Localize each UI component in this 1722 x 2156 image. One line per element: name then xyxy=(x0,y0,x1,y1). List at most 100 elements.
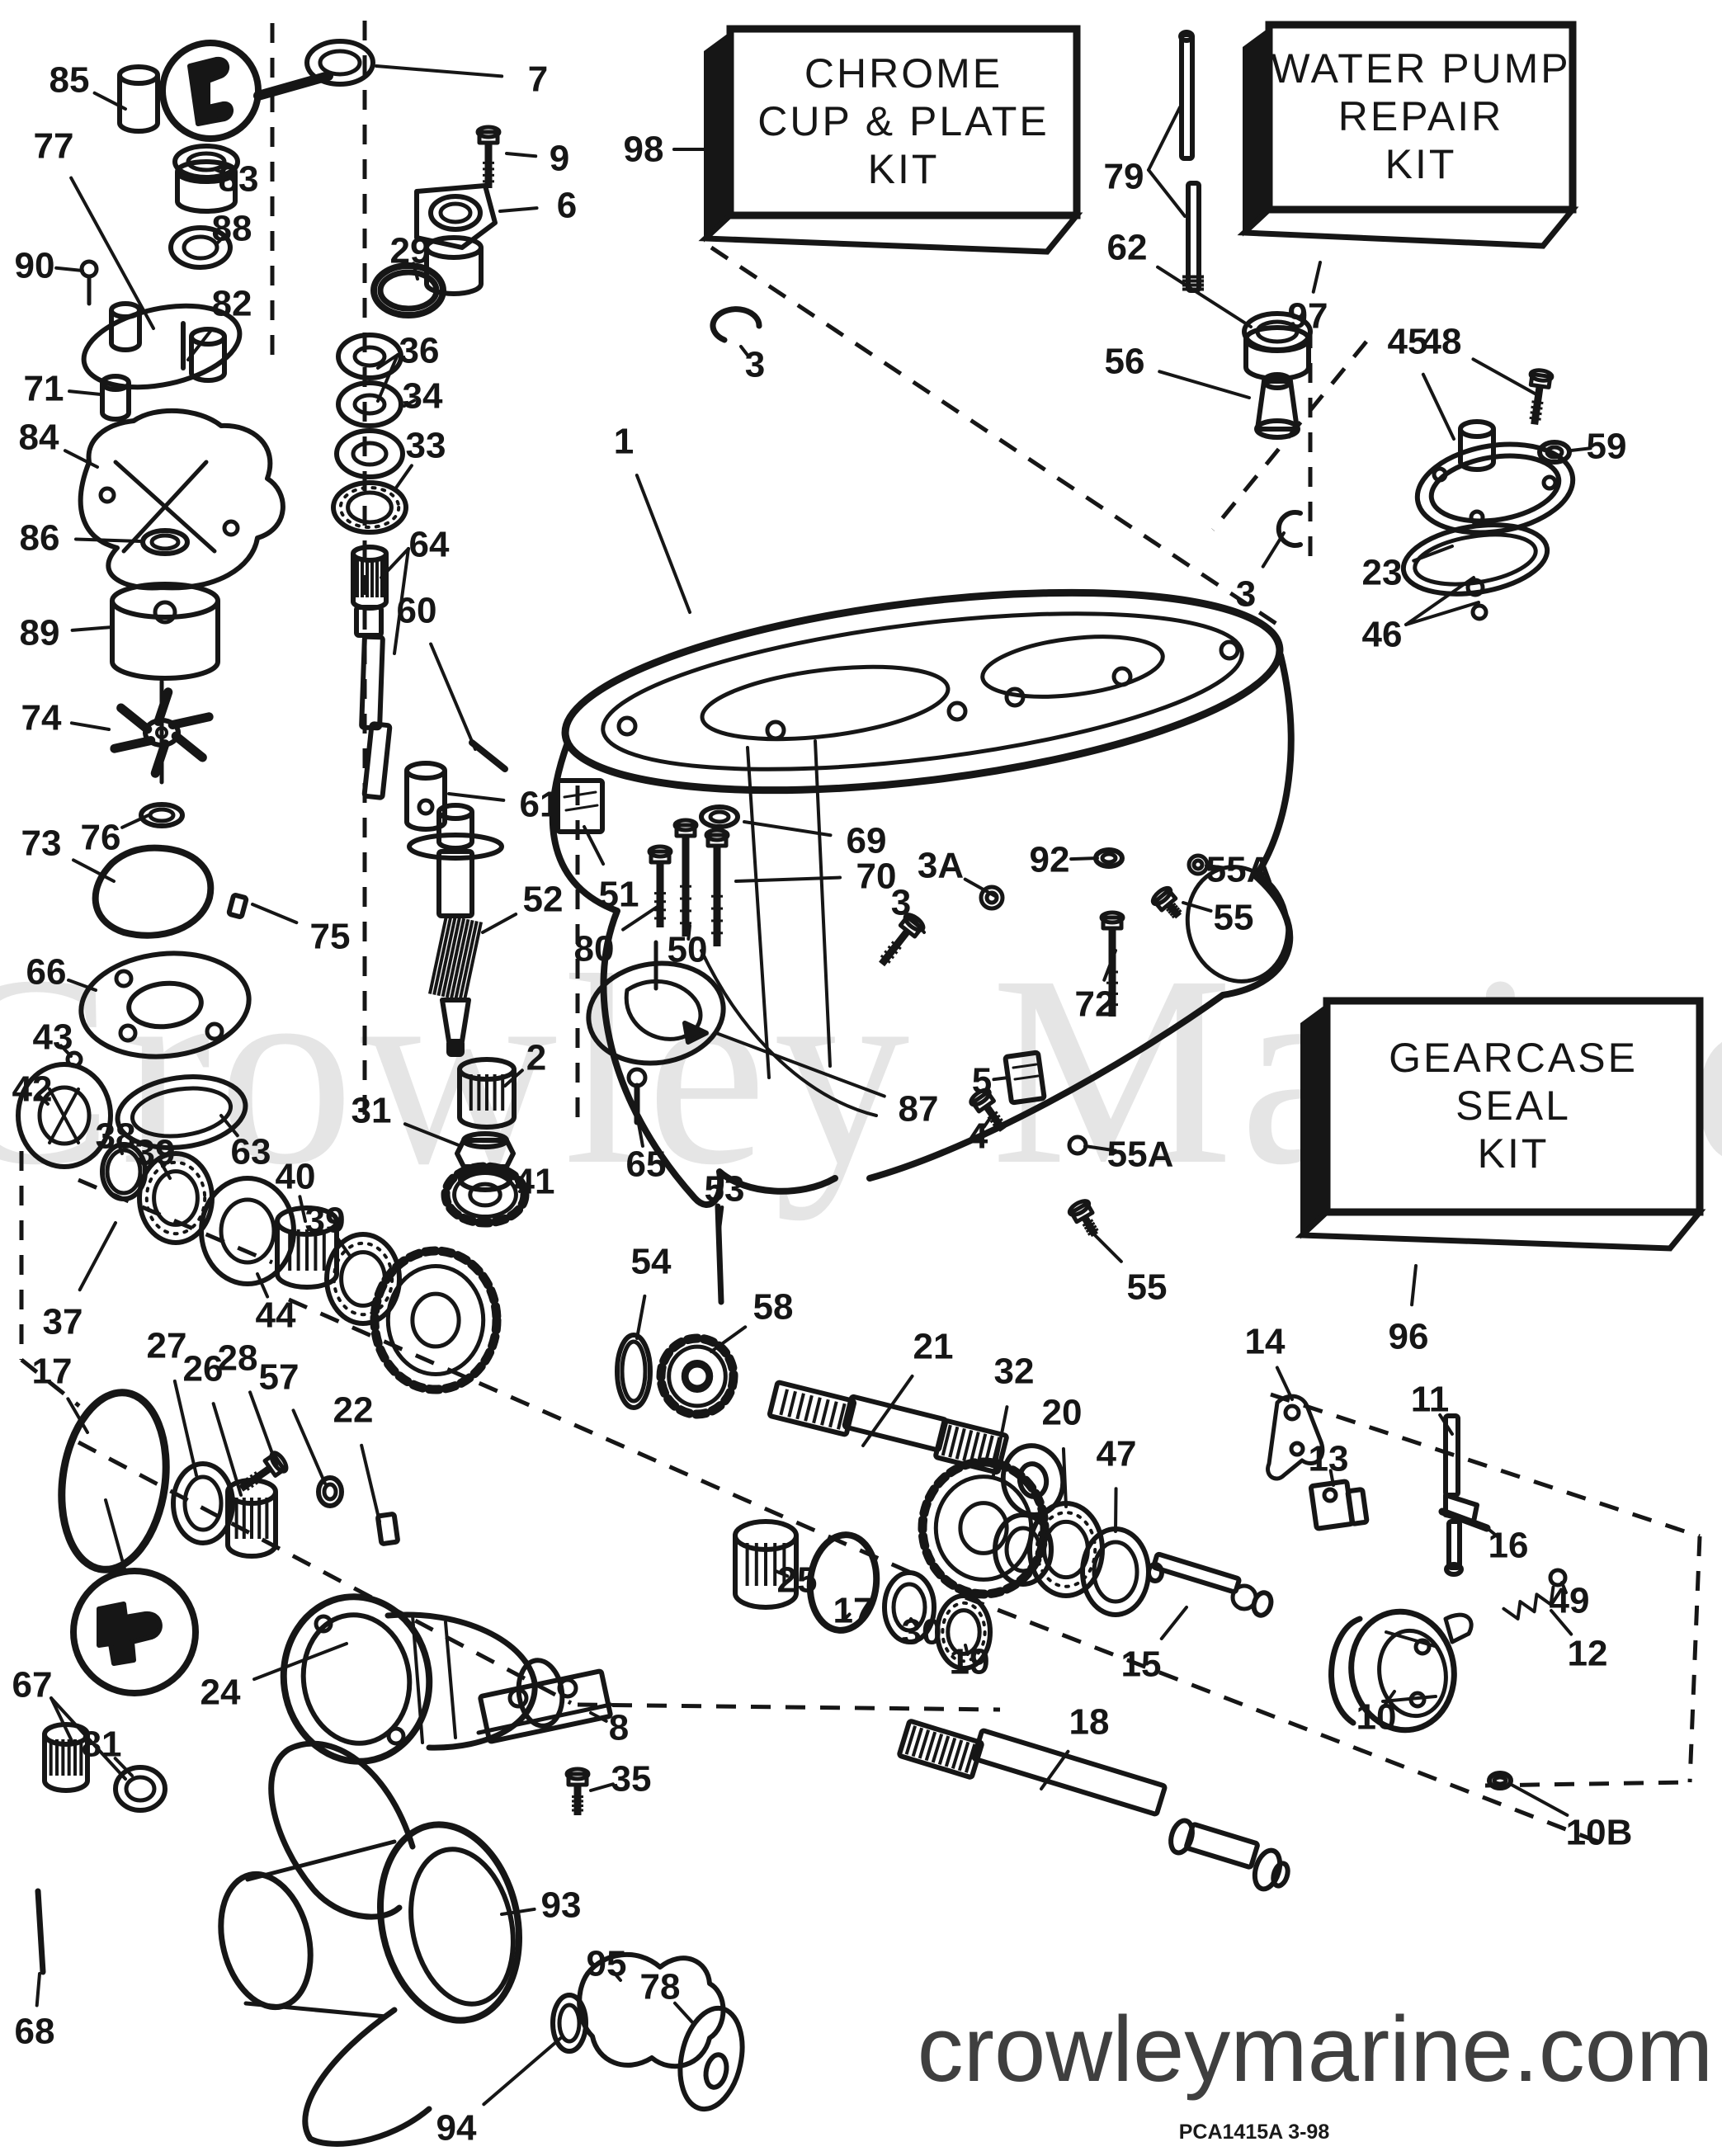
part-ring-outer xyxy=(1537,440,1572,465)
callout-leader-line xyxy=(50,1696,74,1744)
part-bolt xyxy=(475,125,502,188)
part-circle xyxy=(1004,686,1026,708)
part-line xyxy=(563,790,597,799)
part-spline-hatch xyxy=(469,1074,505,1111)
part-callout-61: 61 xyxy=(520,785,560,825)
callout-leader-line xyxy=(1275,1366,1294,1401)
callout-leader-line xyxy=(69,721,111,731)
callout-leader-line xyxy=(334,1234,351,1257)
callout-leader-line xyxy=(673,2001,695,2025)
callout-leader-line xyxy=(429,642,477,751)
part-callout-20: 20 xyxy=(1042,1393,1083,1433)
part-path xyxy=(97,1602,163,1666)
part-callout-86: 86 xyxy=(20,518,60,559)
part-cylinder xyxy=(424,235,484,296)
callout-leader-line xyxy=(635,474,691,614)
part-circle xyxy=(205,1021,224,1041)
kit-box-face xyxy=(1265,21,1577,214)
part-callout-8: 8 xyxy=(609,1708,629,1748)
kit-box-label-line: KIT xyxy=(1385,141,1457,187)
callout-leader-line xyxy=(1156,265,1253,328)
part-callout-6: 6 xyxy=(557,186,577,226)
part-bolt xyxy=(704,828,730,946)
part-circle xyxy=(1187,853,1210,876)
part-outline xyxy=(1251,1590,1274,1618)
part-callout-90: 90 xyxy=(15,246,55,286)
part-callout-52: 52 xyxy=(523,880,564,920)
part-circle xyxy=(98,486,116,504)
callout-leader-line xyxy=(1569,446,1592,452)
callout-leader-line xyxy=(503,1069,524,1087)
part-callout-10B: 10B xyxy=(1566,1813,1633,1853)
part-outline xyxy=(280,1593,433,1765)
construction-dash-line xyxy=(20,1358,81,1408)
part-path xyxy=(78,408,285,591)
part-spline-hatch xyxy=(49,1739,83,1776)
part-callout-3: 3 xyxy=(745,345,765,385)
part-outline xyxy=(407,833,504,861)
part-outline xyxy=(408,1847,516,2007)
callout-leader-line xyxy=(78,1221,117,1292)
callout-leader-line xyxy=(59,1044,73,1058)
part-block xyxy=(226,893,249,919)
part-callout-82: 82 xyxy=(212,284,252,324)
part-ring-inner xyxy=(352,345,387,368)
part-ring-inner xyxy=(438,201,473,224)
part-block xyxy=(446,1039,465,1057)
part-path xyxy=(710,306,762,343)
part-callout-97: 97 xyxy=(1288,296,1328,337)
part-callout-3: 3 xyxy=(891,883,911,923)
callout-leader-line xyxy=(360,1443,381,1523)
part-callout-47: 47 xyxy=(1097,1434,1137,1474)
part-ring-inner xyxy=(148,807,176,823)
part-spline-hatch xyxy=(234,1498,269,1539)
part-path xyxy=(866,652,1295,1182)
part-callout-57: 57 xyxy=(259,1357,300,1398)
part-block xyxy=(1184,1822,1260,1870)
part-spline-hatch xyxy=(904,1725,977,1773)
callout-leader-line xyxy=(589,1782,615,1792)
part-callout-74: 74 xyxy=(21,698,62,738)
callout-leader-line xyxy=(393,464,413,492)
part-circle xyxy=(153,600,177,625)
part-callout-41: 41 xyxy=(515,1162,555,1202)
part-callout-36: 36 xyxy=(399,331,440,371)
part-callout-65: 65 xyxy=(626,1144,667,1185)
part-line xyxy=(564,804,599,812)
part-callout-95: 95 xyxy=(587,1944,627,1984)
callout-leader-line xyxy=(37,1094,50,1106)
part-block xyxy=(1003,1050,1047,1106)
part-ring-inner xyxy=(149,533,181,551)
construction-dash-line xyxy=(577,1702,1001,1712)
part-block xyxy=(842,1394,949,1453)
part-outline xyxy=(58,1389,170,1573)
part-callout-67: 67 xyxy=(12,1665,53,1705)
part-gear-hub xyxy=(681,1360,714,1393)
part-outline xyxy=(218,1871,314,2011)
part-ring-inner xyxy=(708,809,731,824)
part-callout-54: 54 xyxy=(631,1242,672,1282)
part-bearing-inner xyxy=(152,1169,200,1227)
part-callout-33: 33 xyxy=(406,426,446,466)
part-line xyxy=(476,1702,613,1735)
callout-leader-line xyxy=(1412,545,1454,563)
callout-leader-line xyxy=(298,1195,307,1223)
part-block xyxy=(478,1668,613,1744)
callout-leader-line xyxy=(1560,1581,1568,1595)
part-cylinder xyxy=(42,1722,90,1793)
kit-box-bottom xyxy=(698,212,1083,255)
part-ring-inner xyxy=(182,1474,224,1532)
part-path xyxy=(1266,1394,1325,1481)
part-spline-hatch xyxy=(779,1389,847,1430)
part-ring-outer xyxy=(882,1570,936,1644)
part-circle xyxy=(1432,466,1448,483)
part-callout-18: 18 xyxy=(1069,1702,1110,1743)
part-line xyxy=(469,739,508,772)
part-bolt xyxy=(1150,885,1182,919)
construction-dash-line xyxy=(1270,1392,1701,1539)
part-ring-outer xyxy=(139,802,185,828)
part-gear-teeth xyxy=(370,1246,502,1394)
callout-leader-line xyxy=(518,1184,530,1193)
part-cylinder xyxy=(175,159,238,214)
